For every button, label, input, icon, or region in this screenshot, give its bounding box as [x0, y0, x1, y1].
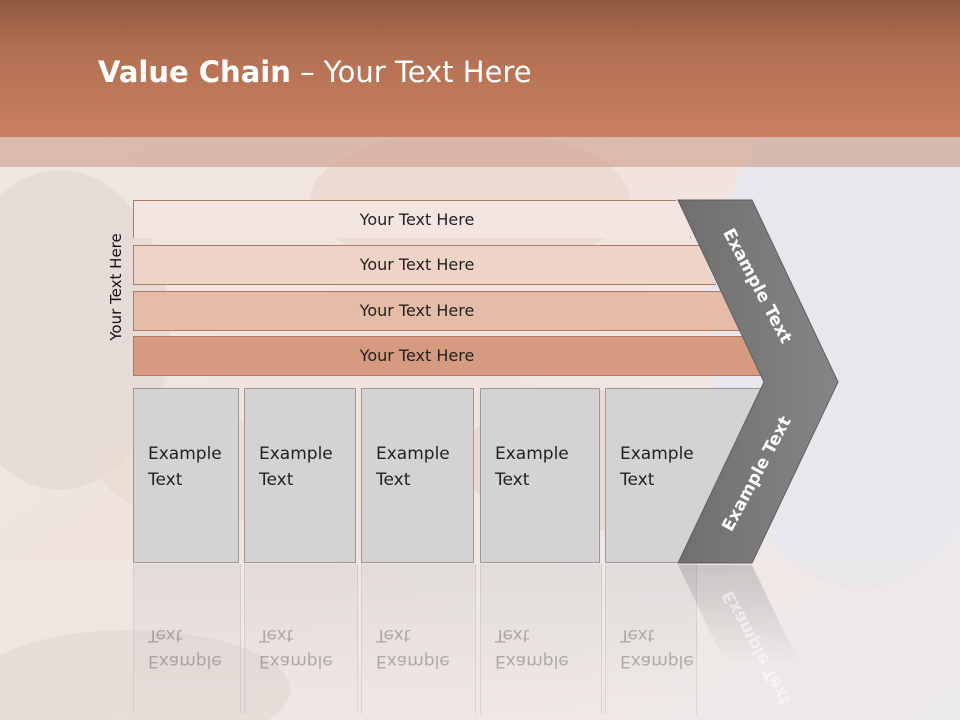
row-label: Your Text Here	[359, 301, 475, 320]
column-label: Example Text	[376, 444, 450, 490]
support-row: Your Text Here	[133, 336, 763, 376]
row-label: Your Text Here	[359, 210, 475, 229]
row-label: Your Text Here	[359, 346, 475, 365]
primary-column: Example Text	[244, 388, 356, 563]
column-label: Example Text	[259, 444, 333, 490]
support-row: Your Text Here	[133, 291, 740, 331]
row-label: Your Text Here	[359, 255, 475, 274]
chevron-shape	[677, 199, 839, 564]
primary-column: Example Text	[361, 388, 474, 563]
title-bold: Value Chain	[98, 55, 291, 89]
title-rest: – Your Text Here	[290, 55, 532, 89]
header-bar	[0, 0, 960, 137]
support-row: Your Text Here	[133, 245, 716, 285]
support-row: Your Text Here	[133, 200, 691, 238]
slide-title: Value Chain – Your Text Here	[98, 55, 532, 89]
column-reflection: Example Text	[361, 564, 476, 714]
column-reflection: Example Text	[133, 564, 241, 714]
column-reflection: Example Text	[244, 564, 358, 714]
column-reflection: Example Text	[480, 564, 602, 714]
column-label: Example Text	[495, 444, 569, 490]
column-label: Example Text	[148, 444, 222, 490]
primary-column: Example Text	[133, 388, 239, 563]
primary-column: Example Text	[480, 388, 600, 563]
column-reflection: Example Text	[605, 564, 697, 714]
column-label: Example Text	[620, 444, 694, 490]
header-band	[0, 137, 960, 167]
chevron-reflection	[678, 565, 800, 665]
